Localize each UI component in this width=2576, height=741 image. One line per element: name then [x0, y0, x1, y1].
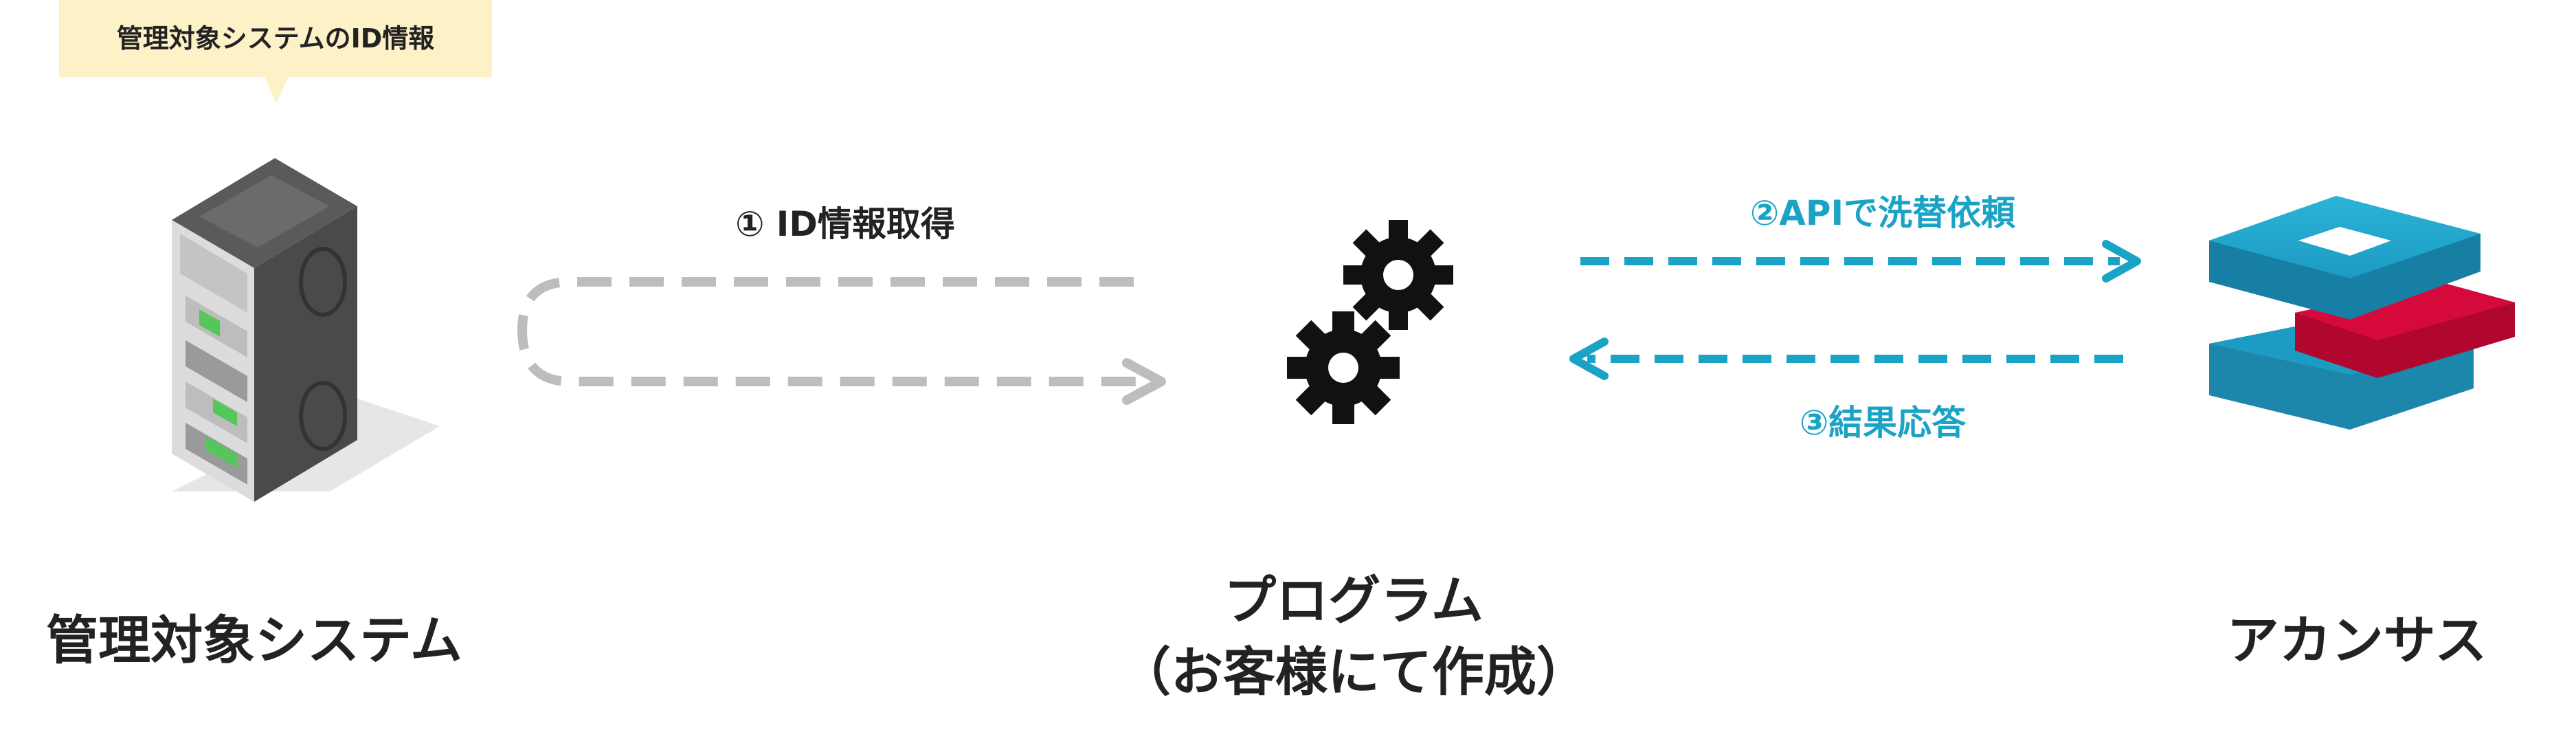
step1-arrowhead	[1122, 358, 1166, 405]
program-label: プログラム （お客様にて作成）	[1072, 565, 1635, 708]
gears-icon	[1287, 220, 1453, 424]
step2-label: ②APIで洗替依頼	[1749, 193, 2016, 233]
server-rack-icon	[172, 158, 440, 502]
tooltip-text: 管理対象システムのID情報	[116, 23, 435, 54]
tooltip-callout	[59, 0, 492, 103]
step3-label: ③結果応答	[1799, 403, 1967, 443]
step1-arrow	[517, 277, 1141, 386]
step2-arrowhead	[2102, 240, 2141, 283]
managed-system-label: 管理対象システム	[46, 610, 462, 671]
step1-label: ① ID情報取得	[735, 204, 955, 244]
step3-arrowhead	[1569, 338, 1609, 380]
program-label-line1: プログラム	[1224, 570, 1483, 631]
acansus-label: アカンサス	[2226, 610, 2487, 671]
acansus-logo-icon	[2209, 196, 2515, 430]
program-label-line2: （お客様にて作成）	[1119, 641, 1589, 703]
